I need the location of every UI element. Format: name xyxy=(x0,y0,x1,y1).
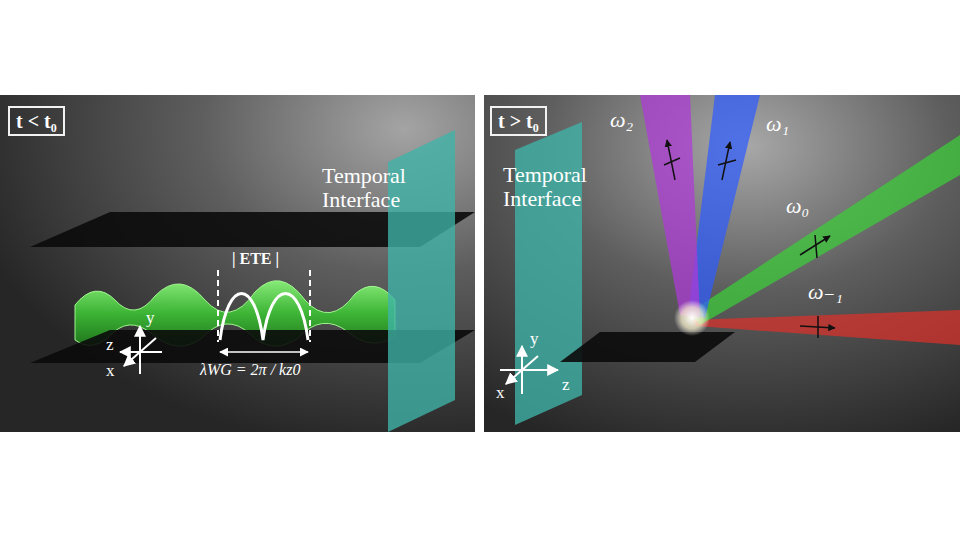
axes xyxy=(500,346,558,394)
period-marker xyxy=(309,270,311,342)
beam xyxy=(640,95,700,318)
axis-label: x xyxy=(106,362,115,381)
wavelength-arrow xyxy=(220,351,308,353)
panel-ground xyxy=(484,95,960,432)
frequency-label: ω₁ xyxy=(766,112,789,136)
axis-label: z xyxy=(562,376,570,395)
axis-label: z xyxy=(106,336,114,355)
period-marker xyxy=(217,270,219,342)
frequency-label: ω₂ xyxy=(610,108,633,132)
source-glow xyxy=(674,300,710,336)
time-label: t > t₀ xyxy=(498,109,539,133)
beam xyxy=(688,95,760,318)
axis-label: y xyxy=(530,330,539,349)
polarization-marks xyxy=(664,140,835,338)
plane-label: Temporal Interface xyxy=(503,163,618,211)
wavelength-label: λWG = 2π / kz0 xyxy=(200,361,300,379)
field-profile xyxy=(220,294,308,341)
time-box: t < t₀ xyxy=(8,106,65,136)
axis-label: x xyxy=(496,384,505,403)
panel-ground xyxy=(0,95,475,432)
beam xyxy=(692,310,960,345)
field-label: | ETE | xyxy=(232,250,279,268)
time-box: t > t₀ xyxy=(490,106,547,136)
plane-label: Temporal Interface xyxy=(322,164,437,212)
frequency-label: ω₋₁ xyxy=(808,280,843,304)
frequency-label: ω₀ xyxy=(786,194,809,218)
time-label: t < t₀ xyxy=(16,109,57,133)
waveguide-plate xyxy=(560,332,735,362)
axis-label: y xyxy=(146,309,155,328)
axes xyxy=(120,326,162,374)
